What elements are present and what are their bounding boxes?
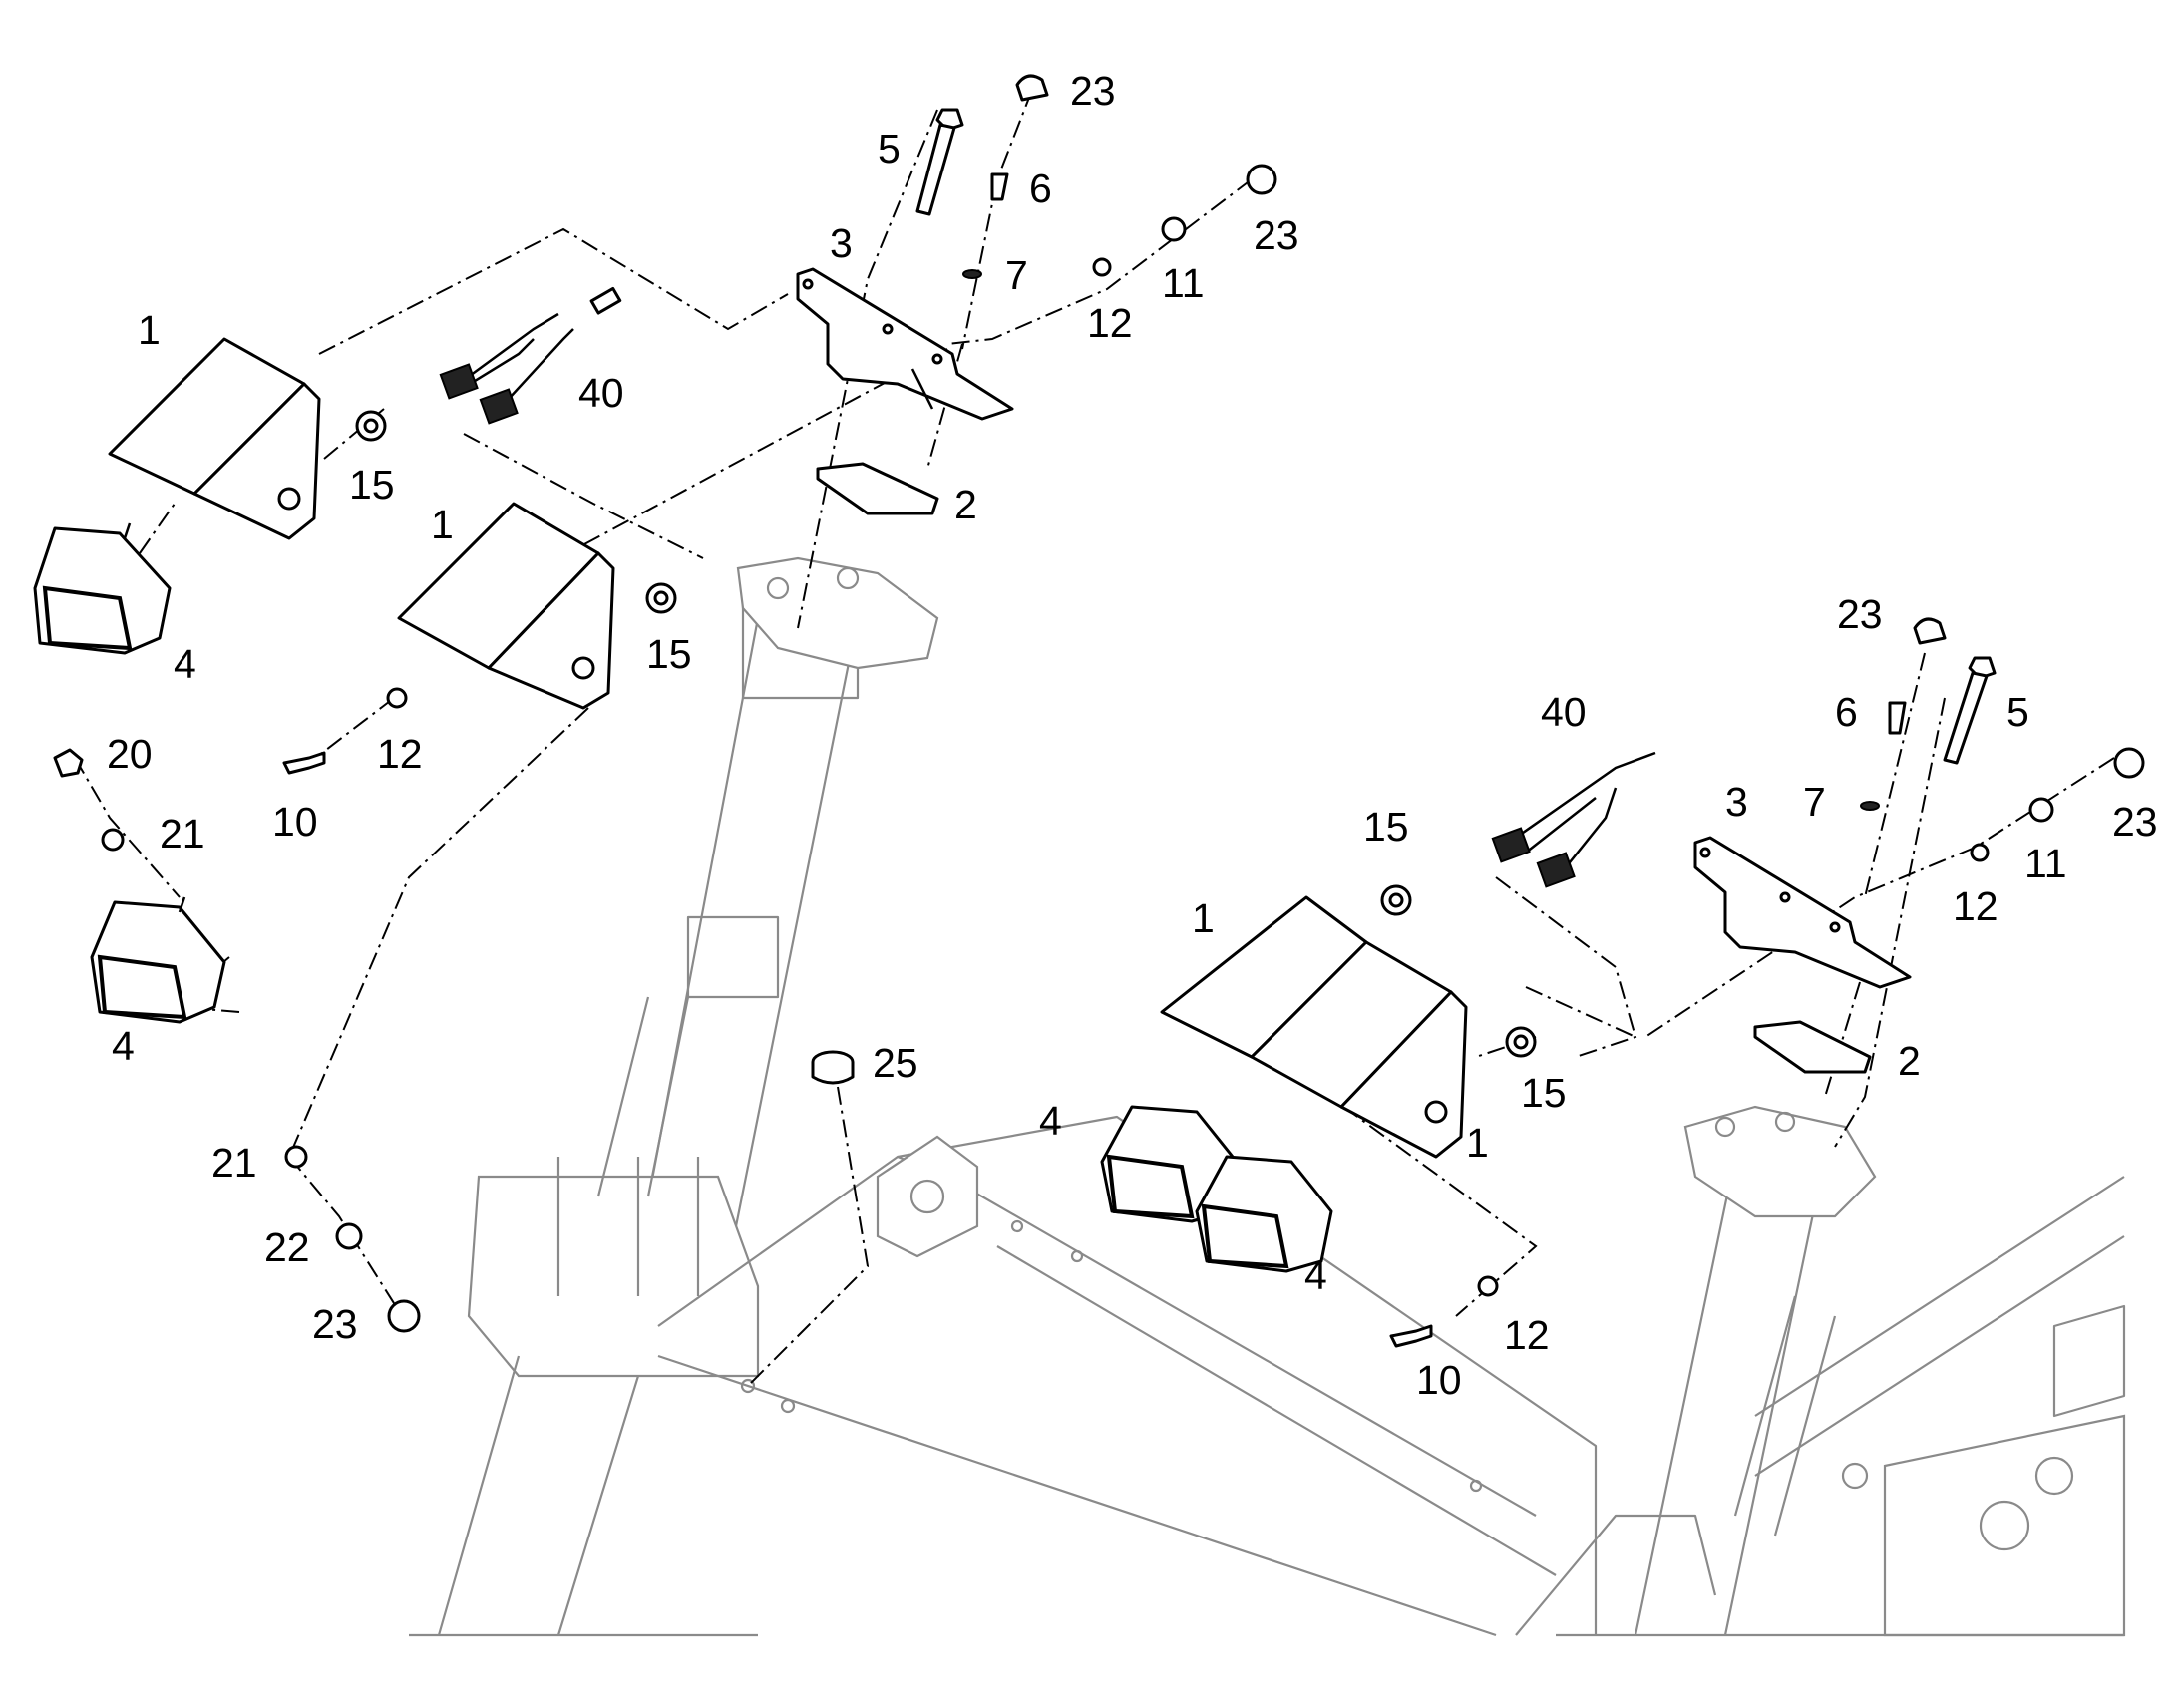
cap-23-top	[1015, 74, 1049, 102]
callout-1-right-b: 1	[1466, 1120, 1489, 1166]
callout-5-right: 5	[2006, 689, 2029, 735]
callout-7-left: 7	[1005, 252, 1028, 298]
machine-frame-background	[409, 556, 2126, 1637]
light-cover-upper-left	[108, 337, 321, 540]
callout-4-lower-left: 4	[112, 1023, 135, 1069]
callout-23-top-right: 23	[1254, 212, 1299, 258]
callout-23-bottom-left: 23	[312, 1301, 358, 1347]
callout-12-left: 12	[377, 731, 423, 777]
washer-21-a	[101, 828, 125, 852]
callout-15-a: 15	[349, 462, 395, 508]
cap-23-top-right	[1246, 164, 1277, 195]
callout-2-left: 2	[954, 482, 977, 527]
callout-4-right-a: 4	[1039, 1098, 1062, 1144]
callout-6-right: 6	[1835, 689, 1858, 735]
callout-23-right: 23	[2112, 799, 2158, 845]
callout-labels: 1 1 1 1 2 2 3 3 4 4 4 4 5 5 6 6 7 7 10 1…	[107, 68, 2158, 1403]
callout-22: 22	[264, 1224, 310, 1270]
washer-21-b	[284, 1145, 308, 1169]
washer-12-bottom-right	[1477, 1275, 1499, 1297]
callout-21-a: 21	[160, 811, 205, 856]
washer-7-right	[1860, 801, 1880, 811]
bolt-20	[53, 748, 84, 778]
light-cover-right-b	[1250, 940, 1468, 1159]
nut-11-right	[2028, 797, 2054, 823]
light-cover-lower-left	[397, 502, 615, 710]
callout-23-top-center: 23	[1070, 68, 1116, 114]
mounting-bracket-right	[1693, 836, 1912, 989]
callout-11-left: 11	[1162, 260, 1205, 306]
callout-15-c: 15	[1363, 804, 1409, 850]
nut-22	[335, 1222, 363, 1250]
bolt-6-right	[1888, 701, 1907, 735]
wiring-harness-left	[439, 286, 622, 425]
callout-12-bottom-right: 12	[1504, 1312, 1550, 1358]
cap-23-bottom-left	[387, 1299, 421, 1333]
mounting-plate-right	[1753, 1020, 1872, 1074]
callout-3-right: 3	[1725, 779, 1748, 825]
callout-20: 20	[107, 731, 153, 777]
work-lamp-upper-left	[33, 522, 172, 655]
callout-4-right-b: 4	[1304, 1252, 1327, 1298]
cap-23-right	[2113, 747, 2145, 779]
washer-12-top	[1092, 257, 1112, 277]
callout-1-mid-left: 1	[431, 502, 454, 547]
callout-25: 25	[873, 1040, 918, 1086]
wiring-harness-right	[1491, 751, 1656, 888]
work-lamp-lower-left	[90, 896, 226, 1024]
cap-23-right-upper	[1913, 617, 1947, 645]
washer-12-left	[386, 687, 408, 709]
callout-7-right: 7	[1803, 779, 1826, 825]
callout-1-top-left: 1	[138, 307, 161, 353]
callout-23-right-upper: 23	[1837, 591, 1883, 637]
bolt-6-left	[990, 172, 1009, 201]
washer-7-left	[962, 269, 982, 279]
callout-5-left: 5	[878, 126, 901, 171]
callout-3-left: 3	[830, 220, 853, 266]
callout-15-d: 15	[1521, 1070, 1567, 1116]
bolt-10-right	[1389, 1324, 1433, 1348]
work-lamp-right-b	[1195, 1155, 1333, 1273]
callout-40-left: 40	[578, 370, 624, 416]
callout-2-right: 2	[1898, 1038, 1921, 1084]
callout-40-right: 40	[1541, 689, 1587, 735]
callout-4-upper-left: 4	[174, 641, 196, 687]
work-lamp-right-a	[1100, 1105, 1239, 1223]
bolt-5-left	[915, 108, 964, 216]
callout-15-b: 15	[646, 631, 692, 677]
washer-12-right	[1970, 843, 1990, 862]
nut-11-left	[1161, 216, 1187, 242]
mounting-plate-left	[816, 462, 939, 515]
bolt-5-right	[1943, 656, 1997, 765]
callout-10-left: 10	[272, 799, 318, 845]
callout-12-top: 12	[1087, 300, 1133, 346]
callout-1-right-a: 1	[1192, 895, 1215, 941]
callout-11-right: 11	[2024, 841, 2067, 886]
mounting-bracket-left	[796, 267, 1014, 421]
plug-25	[811, 1050, 855, 1085]
bolt-10-left	[282, 751, 326, 775]
callout-21-b: 21	[211, 1140, 257, 1186]
callout-10-right: 10	[1416, 1357, 1462, 1403]
callout-6-left: 6	[1029, 166, 1052, 211]
callout-12-right: 12	[1953, 883, 1998, 929]
